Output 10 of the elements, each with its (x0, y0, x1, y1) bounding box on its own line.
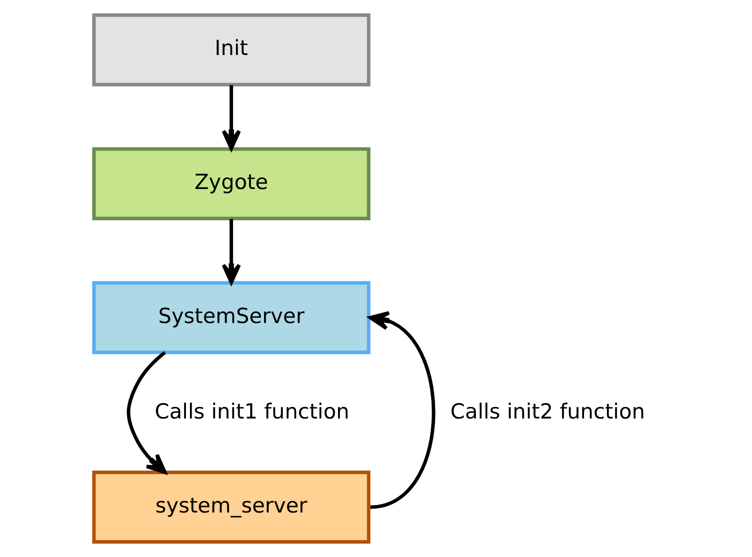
edge-label: Calls init1 function (154, 400, 349, 424)
arrow (221, 219, 240, 284)
edge-label: Calls init2 function (450, 400, 644, 424)
node-box: Zygote (92, 147, 370, 220)
arrow (126, 351, 166, 474)
node-box: system_server (92, 470, 370, 544)
node-box: SystemServer (92, 281, 370, 354)
arrow (221, 85, 240, 150)
arrow (368, 311, 434, 509)
node-box: Init (92, 13, 370, 86)
